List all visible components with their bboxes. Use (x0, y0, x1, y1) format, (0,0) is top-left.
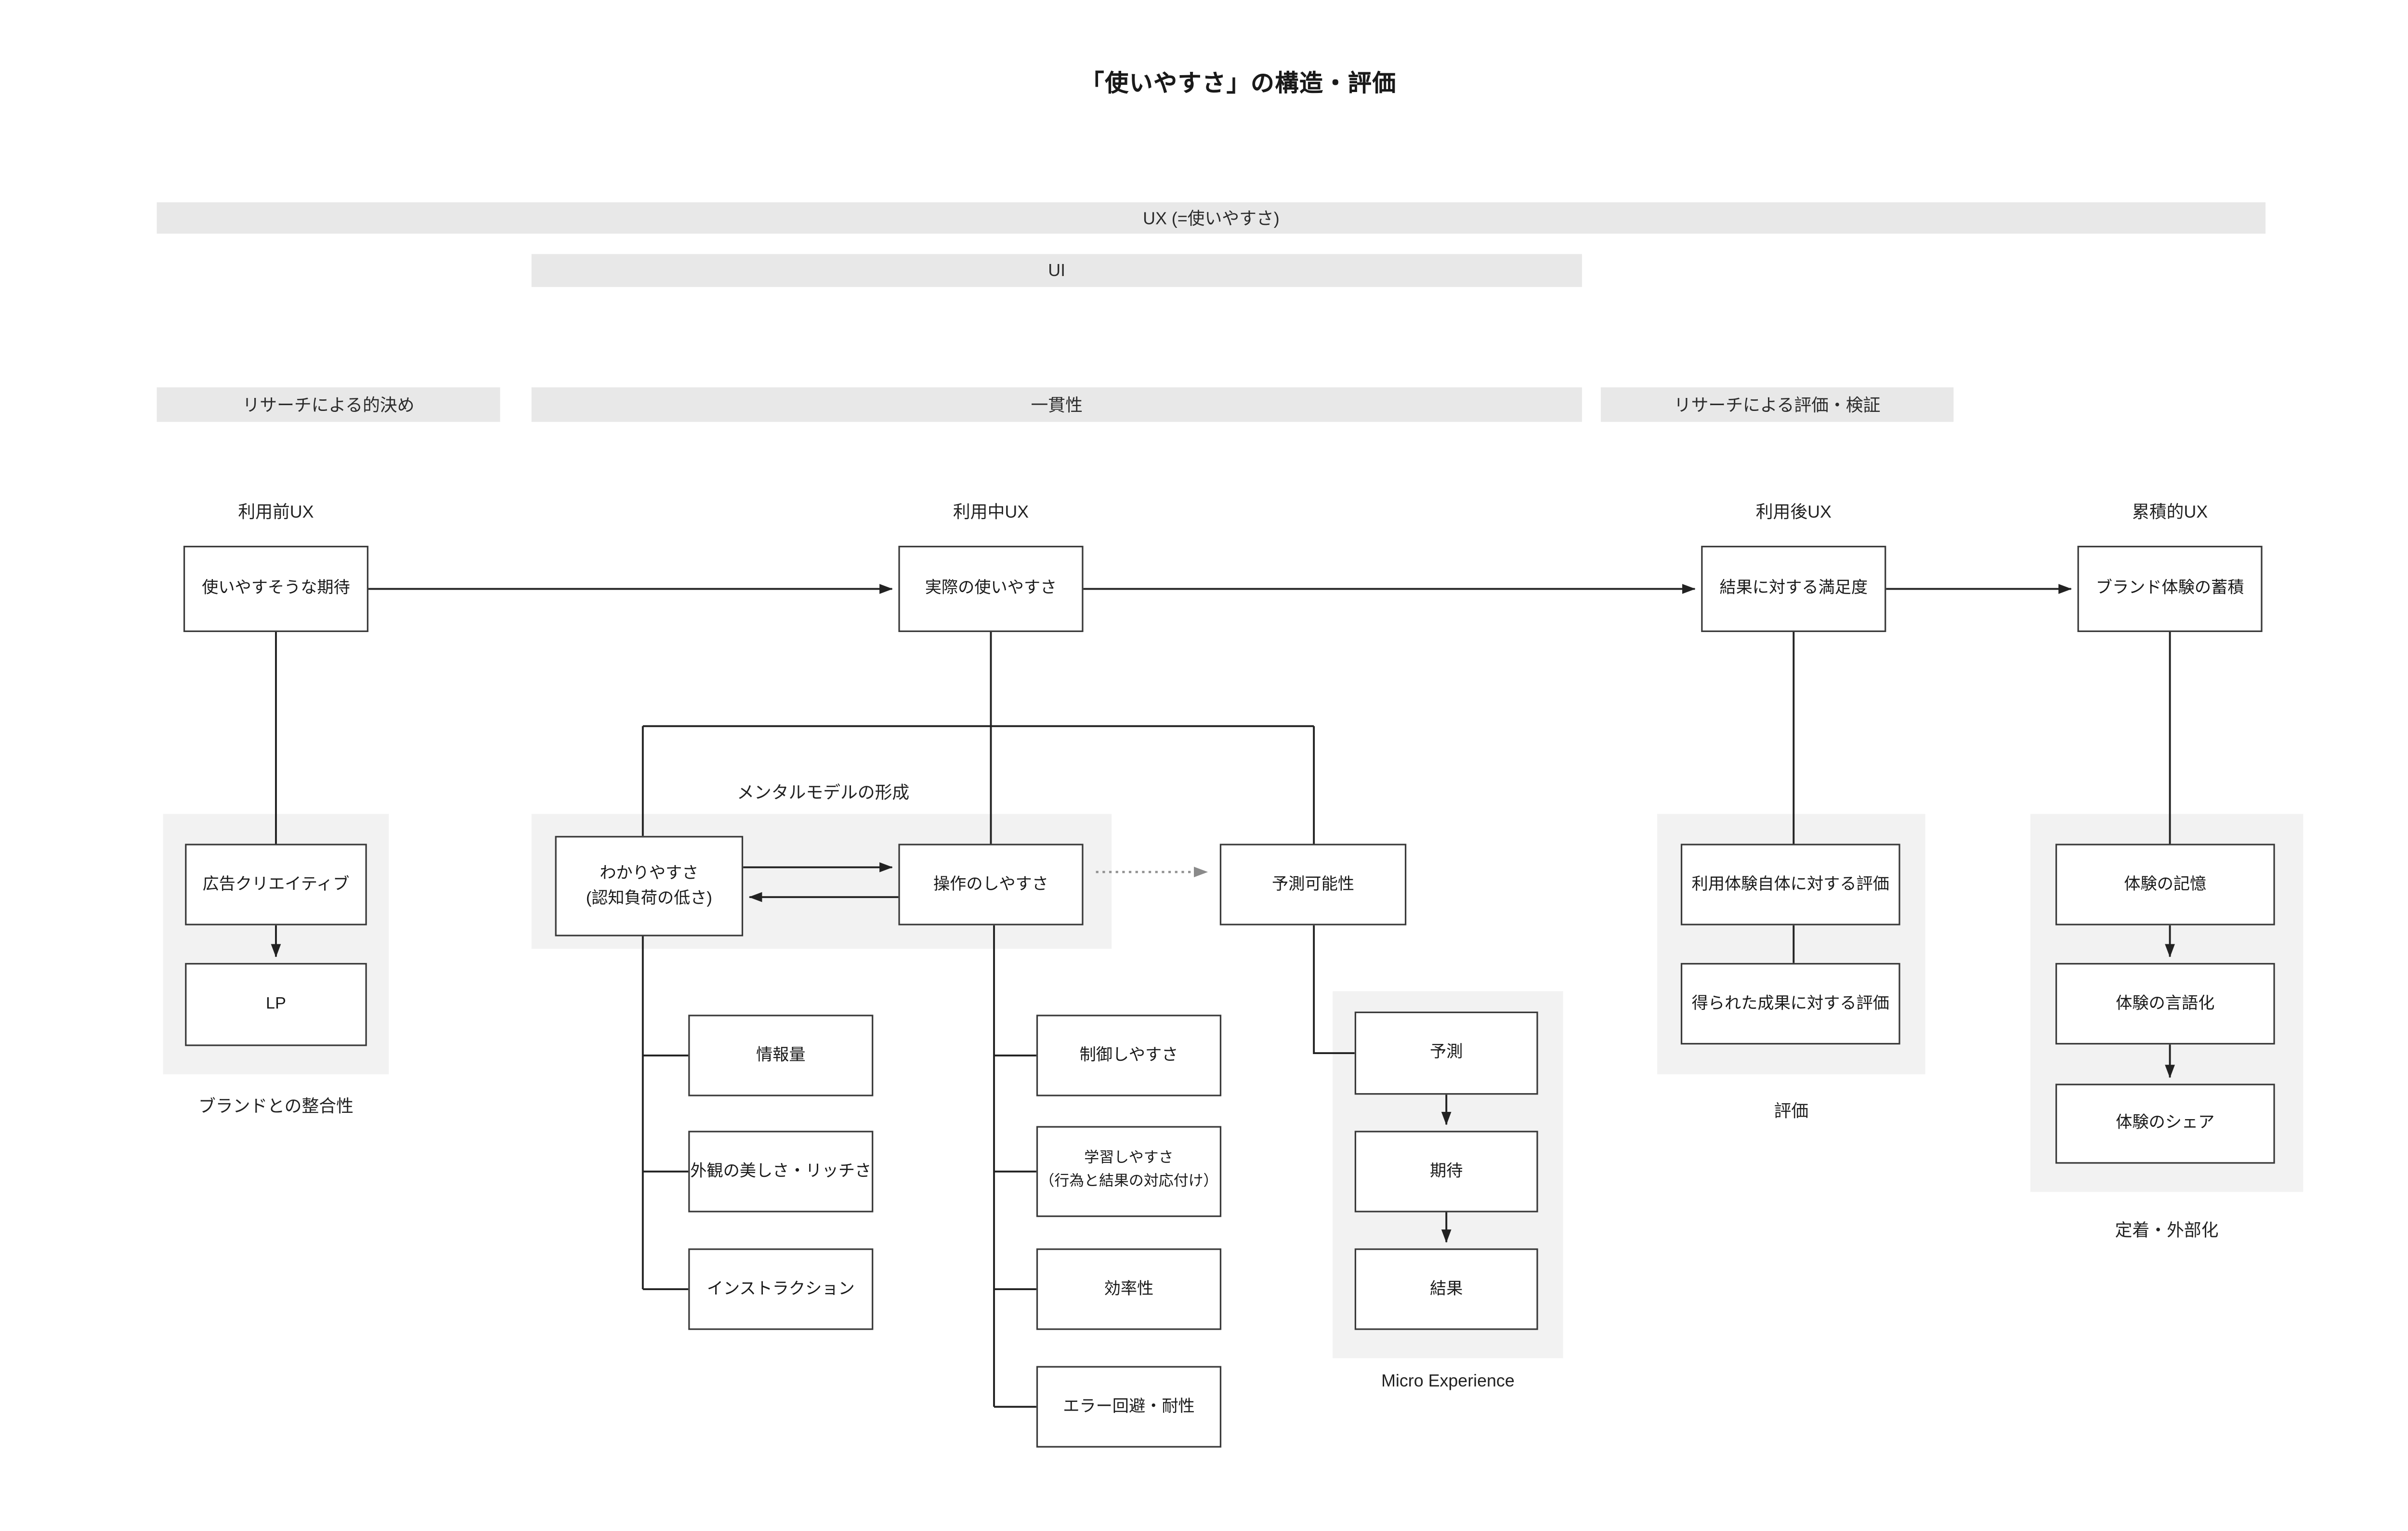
band-research-eval: リサーチによる評価・検証 (1600, 387, 1954, 422)
stage-label-pre: 利用前UX (238, 503, 314, 523)
node-operability: 操作のしやすさ (898, 844, 1084, 925)
caption-brand-alignment: ブランドとの整合性 (198, 1097, 353, 1117)
node-prediction: 予測 (1354, 1011, 1538, 1095)
caption-mental-model: メンタルモデルの形成 (737, 784, 910, 803)
node-actual-usability: 実際の使いやすさ (898, 545, 1084, 632)
node-satisfaction: 結果に対する満足度 (1701, 545, 1886, 632)
diagram-title: 「使いやすさ」の構造・評価 (1080, 70, 1397, 97)
node-controllability: 制御しやすさ (1036, 1015, 1222, 1096)
node-outcome-evaluation: 得られた成果に対する評価 (1680, 963, 1900, 1045)
node-expectation: 使いやすそうな期待 (183, 545, 369, 632)
caption-retention: 定着・外部化 (2115, 1222, 2219, 1241)
node-experience-share: 体験のシェア (2055, 1083, 2275, 1164)
node-lp: LP (185, 963, 367, 1046)
node-error-tolerance: エラー回避・耐性 (1036, 1366, 1222, 1448)
caption-evaluation: 評価 (1774, 1102, 1809, 1122)
stage-label-post: 利用後UX (1755, 503, 1832, 523)
node-predictability: 予測可能性 (1219, 844, 1407, 925)
band-ui: UI (531, 254, 1582, 287)
band-consistency: 一貫性 (531, 387, 1582, 422)
node-ad-creative: 広告クリエイティブ (185, 844, 367, 925)
band-research-pre: リサーチによる的決め (157, 387, 500, 422)
node-instruction: インストラクション (688, 1248, 874, 1330)
stage-label-during: 利用中UX (953, 503, 1029, 523)
node-information-amount: 情報量 (688, 1015, 874, 1096)
node-experience-verbalization: 体験の言語化 (2055, 963, 2275, 1045)
node-expectation-micro: 期待 (1354, 1131, 1538, 1213)
caption-micro-experience: Micro Experience (1381, 1372, 1515, 1391)
stage-label-cumulative: 累積的UX (2132, 503, 2208, 523)
node-learnability: 学習しやすさ （行為と結果の対応付け） (1036, 1126, 1222, 1217)
node-experience-evaluation: 利用体験自体に対する評価 (1680, 844, 1900, 925)
node-result: 結果 (1354, 1248, 1538, 1330)
band-ux: UX (=使いやすさ) (157, 202, 2266, 234)
node-brand-accumulation: ブランド体験の蓄積 (2077, 545, 2263, 632)
node-experience-memory: 体験の記憶 (2055, 844, 2275, 925)
node-clarity: わかりやすさ (認知負荷の低さ) (555, 836, 744, 937)
node-efficiency: 効率性 (1036, 1248, 1222, 1330)
node-appearance-richness: 外観の美しさ・リッチさ (688, 1131, 874, 1213)
